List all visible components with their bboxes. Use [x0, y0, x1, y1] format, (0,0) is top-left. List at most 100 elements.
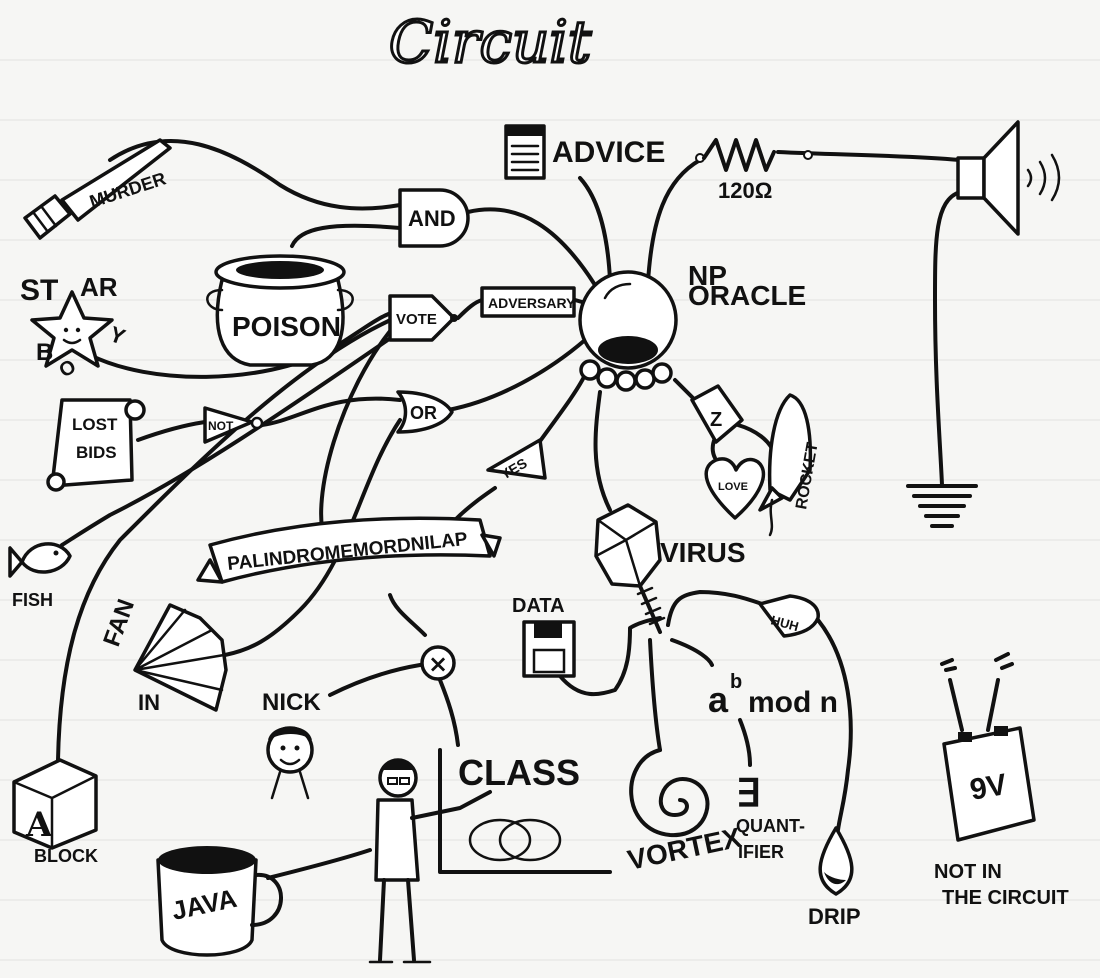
- sound-waves-icon: [1026, 153, 1061, 202]
- virus-component: VIRUS: [594, 503, 746, 634]
- knife-blade-icon: [60, 138, 172, 222]
- block-icon: [12, 758, 98, 850]
- venn-left-icon: [468, 818, 532, 862]
- rocket-flame-icon: [768, 498, 774, 537]
- not-gate: NOT: [203, 406, 264, 444]
- and-gate-label: AND: [408, 206, 456, 231]
- lost-bids-component: LOST BIDS: [46, 398, 146, 492]
- wire-not-or: [260, 396, 402, 427]
- multiply-gate-label: ×: [428, 650, 448, 678]
- virus-tail-icon: [638, 584, 662, 634]
- fan-in-component: FAN IN: [98, 596, 228, 715]
- page-title: Circuit: [389, 8, 592, 76]
- teacher-legs-icon: [378, 878, 416, 962]
- class-component: CLASS: [438, 748, 612, 874]
- fish-label: FISH: [12, 590, 53, 610]
- resistor-label: 120Ω: [718, 178, 772, 203]
- wire-vote-fan: [319, 323, 397, 542]
- drip-component: DRIP: [808, 826, 861, 929]
- wire-oracle-resistor: [646, 158, 702, 284]
- or-gate-label: OR: [410, 403, 437, 423]
- vortex-component: VORTEX: [625, 748, 744, 876]
- wire-formula-quant: [738, 718, 752, 767]
- teacher-figure: [368, 758, 492, 964]
- wire-adversary-oracle: [573, 298, 584, 304]
- scroll-icon: [50, 398, 134, 488]
- wire-nick-times: [328, 663, 422, 697]
- wire-vote-block: [56, 316, 397, 762]
- data-component: DATA: [512, 595, 576, 678]
- class-label: CLASS: [458, 752, 580, 793]
- vortex-label: VORTEX: [625, 822, 744, 876]
- star-boy-letters-ar: AR: [80, 272, 118, 302]
- wire-virus-vortex: [648, 638, 662, 752]
- multiply-gate: ×: [420, 645, 456, 681]
- huh-gate: HUH: [758, 594, 820, 638]
- knife-handle-icon: [23, 194, 72, 240]
- formula-rest: mod n: [748, 686, 838, 719]
- wire-poison-and: [290, 223, 402, 248]
- fish-icon: [20, 542, 72, 574]
- z-gate: Z: [690, 384, 744, 444]
- wire-or-fan: [223, 418, 402, 657]
- not-in-circuit-label-2: THE CIRCUIT: [942, 887, 1069, 909]
- lost-bids-label-2: BIDS: [76, 443, 117, 462]
- crystal-ball-beads: [579, 359, 673, 392]
- wire-java-teacher: [266, 848, 372, 880]
- crystal-ball-base: [598, 336, 658, 364]
- yes-gate-icon: [486, 438, 547, 480]
- java-component: JAVA: [156, 846, 283, 957]
- z-gate-label: Z: [710, 409, 722, 431]
- star-boy-letter-b: B: [36, 339, 53, 366]
- nick-component: NICK: [262, 689, 321, 800]
- spiral-icon: [629, 748, 710, 838]
- oracle-label-oracle: ORACLE: [688, 280, 806, 311]
- love-label: LOVE: [718, 481, 748, 493]
- palindrome-banner: PALINDROMEMORDNILAP: [196, 516, 502, 584]
- love-component: LOVE: [704, 457, 766, 520]
- quantifier-label-1: QUANT-: [736, 816, 805, 836]
- fan-icon: [133, 603, 228, 712]
- teacher-arm-icon: [410, 790, 492, 820]
- formula-component: a b mod n: [708, 671, 838, 720]
- resistor-component: 120Ω: [695, 138, 813, 203]
- or-gate: OR: [396, 390, 454, 434]
- or-gate-icon: [396, 390, 454, 434]
- multiply-gate-icon: [420, 645, 456, 681]
- quantifier-symbol: ∃: [736, 773, 760, 815]
- formula-exponent: b: [730, 671, 742, 693]
- teacher-body-icon: [374, 798, 420, 882]
- wire-oracle-virus: [593, 390, 612, 512]
- fan-label: FAN: [98, 596, 140, 650]
- wire-speaker-ground: [933, 190, 962, 487]
- chalkboard-icon: [438, 748, 612, 874]
- wire-oracle-z: [673, 378, 697, 402]
- advice-component: ADVICE: [504, 124, 665, 180]
- adversary-box: ADVERSARY: [456, 286, 576, 320]
- battery-component: 9V NOT IN THE CIRCUIT: [934, 652, 1069, 909]
- venn-right-icon: [498, 818, 562, 862]
- wire-virus-formula: [670, 638, 714, 667]
- wire-advice-oracle: [578, 176, 612, 282]
- wire-virus-huh: [666, 590, 767, 627]
- speaker-icon: [956, 156, 986, 200]
- wire-and-oracle: [466, 207, 597, 287]
- murder-component: MURDER: [23, 138, 172, 240]
- drip-label: DRIP: [808, 904, 861, 929]
- not-in-circuit-label-1: NOT IN: [934, 861, 1002, 883]
- formula-base: a: [708, 679, 729, 720]
- ground-symbol: [906, 484, 978, 528]
- heart-icon: [704, 457, 766, 520]
- data-label: DATA: [512, 595, 565, 617]
- poison-label: POISON: [232, 311, 341, 342]
- wire-huh-drip: [816, 618, 853, 832]
- ground-icon: [906, 484, 978, 528]
- wire-data-virus: [558, 616, 662, 697]
- and-gate: AND: [398, 188, 470, 248]
- banner-icon: [208, 516, 492, 584]
- block-component: A BLOCK: [12, 758, 98, 866]
- nick-label: NICK: [262, 689, 321, 716]
- rocket-component: ROCKET: [758, 393, 822, 537]
